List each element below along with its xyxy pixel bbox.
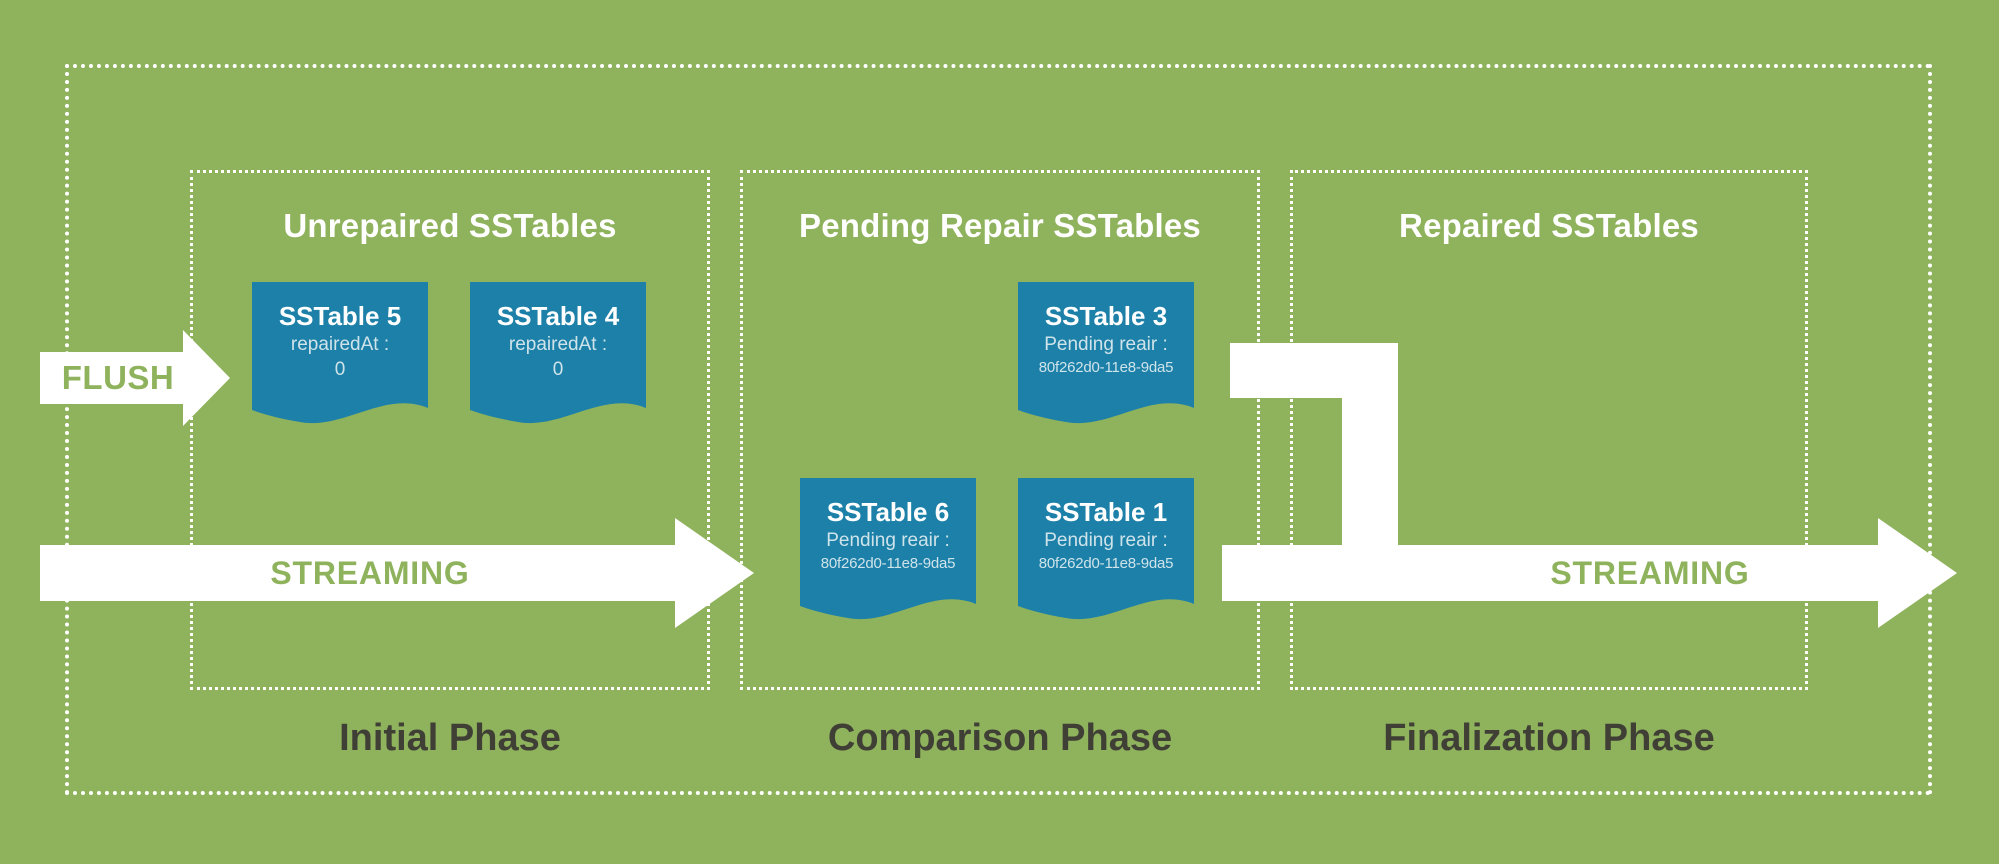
outer-dotted-frame — [65, 64, 1932, 795]
flush-arrow-icon — [40, 330, 230, 426]
sstable-card-1[interactable]: SSTable 1 Pending reair : 80f262d0-11e8-… — [1018, 478, 1194, 628]
streaming-arrow-left-icon — [40, 518, 754, 628]
sstable-card-shape — [800, 478, 976, 620]
phase-caption-initial: Initial Phase — [339, 717, 561, 759]
phase-box-finalization — [1290, 170, 1808, 690]
sstable-card-6[interactable]: SSTable 6 Pending reair : 80f262d0-11e8-… — [800, 478, 976, 628]
streaming-right-label: STREAMING — [1550, 555, 1750, 591]
streaming-left-label: STREAMING — [270, 555, 470, 591]
phase-caption-comparison: Comparison Phase — [827, 717, 1173, 759]
phase-caption-finalization: Finalization Phase — [1383, 717, 1715, 759]
sstable-card-shape — [252, 282, 428, 424]
sstable-card-4[interactable]: SSTable 4 repairedAt : 0 — [470, 282, 646, 432]
sstable-card-shape — [1018, 282, 1194, 424]
elbow-connector-icon — [1230, 343, 1398, 573]
streaming-arrow-right-icon — [1222, 518, 1957, 628]
phase-box-comparison — [740, 170, 1260, 690]
sstable-card-shape — [470, 282, 646, 424]
sstable-card-5[interactable]: SSTable 5 repairedAt : 0 — [252, 282, 428, 432]
sstable-card-3[interactable]: SSTable 3 Pending reair : 80f262d0-11e8-… — [1018, 282, 1194, 432]
sstable-card-shape — [1018, 478, 1194, 620]
phase-box-initial — [190, 170, 710, 690]
section-heading-unrepaired: Unrepaired SSTables — [283, 207, 617, 244]
section-heading-repaired: Repaired SSTables — [1399, 207, 1699, 244]
section-heading-pending-repair: Pending Repair SSTables — [799, 207, 1201, 244]
flush-arrow-label: FLUSH — [61, 359, 175, 396]
